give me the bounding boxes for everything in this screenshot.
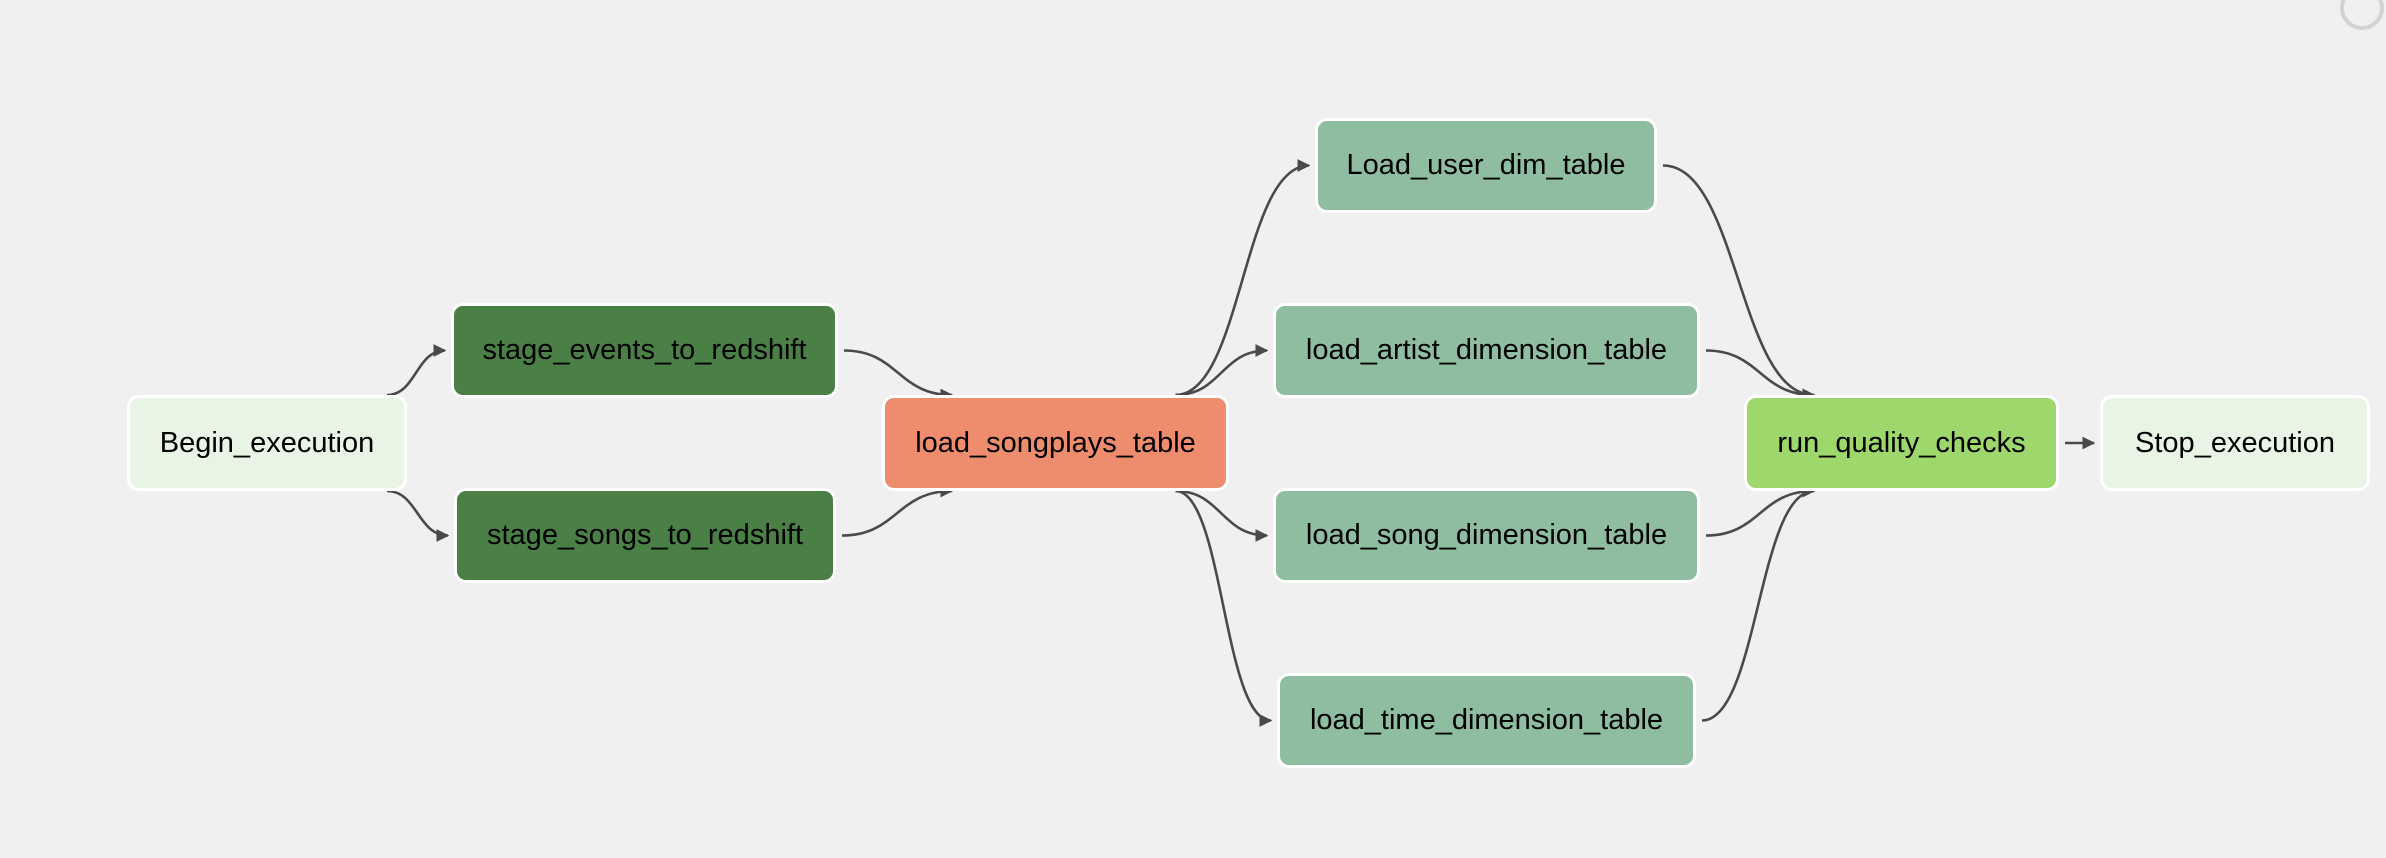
task-node-begin-execution[interactable]: Begin_execution	[127, 395, 407, 491]
edge-song_dim-to-quality	[1705, 484, 1816, 537]
task-node-stop-execution[interactable]: Stop_execution	[2100, 395, 2370, 491]
edge-time_dim-to-quality	[1701, 484, 1816, 722]
task-node-load-user-dim-table[interactable]: Load_user_dim_table	[1315, 118, 1657, 213]
edge-songplays-to-user_dim	[1175, 159, 1311, 397]
edge-begin-to-stage_songs	[386, 489, 450, 542]
edge-user_dim-to-quality	[1662, 164, 1816, 402]
task-node-stage-events-to-redshift[interactable]: stage_events_to_redshift	[451, 303, 838, 398]
circle-toggle-icon[interactable]	[2340, 0, 2384, 30]
task-node-load-song-dimension-table[interactable]: load_song_dimension_table	[1273, 488, 1700, 583]
task-node-load-artist-dimension-table[interactable]: load_artist_dimension_table	[1273, 303, 1700, 398]
task-node-run-quality-checks[interactable]: run_quality_checks	[1744, 395, 2059, 491]
edge-artist_dim-to-quality	[1705, 349, 1816, 402]
edge-begin-to-stage_events	[386, 344, 447, 397]
edge-stage_songs-to-songplays	[841, 484, 954, 537]
edge-songplays-to-song_dim	[1175, 489, 1269, 542]
edge-songplays-to-time_dim	[1175, 489, 1273, 727]
task-node-load-time-dimension-table[interactable]: load_time_dimension_table	[1277, 673, 1696, 768]
task-node-stage-songs-to-redshift[interactable]: stage_songs_to_redshift	[454, 488, 836, 583]
edge-songplays-to-artist_dim	[1175, 344, 1269, 397]
edge-stage_events-to-songplays	[843, 349, 954, 402]
task-node-load-songplays-table[interactable]: load_songplays_table	[882, 395, 1229, 491]
